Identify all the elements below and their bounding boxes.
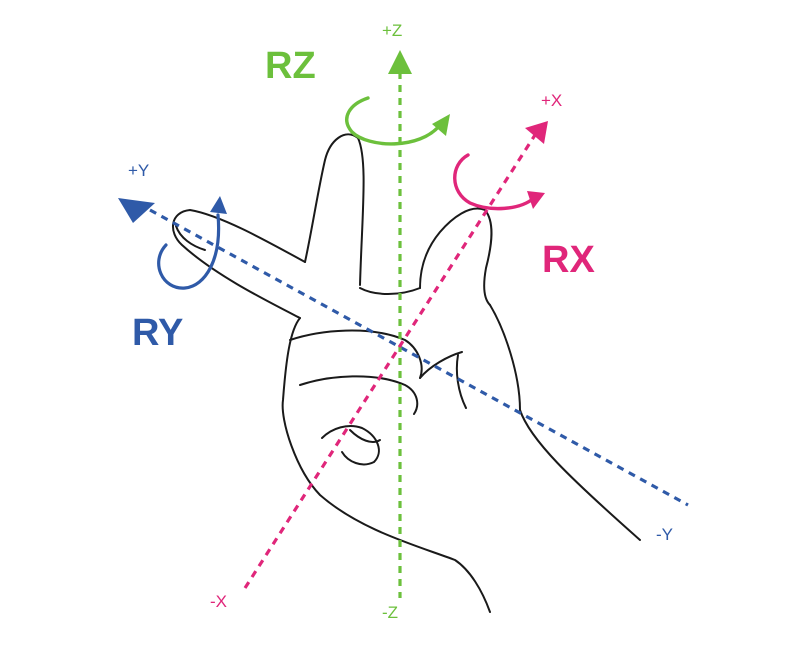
lower-fold: [321, 425, 380, 466]
middle-finger-joint: [359, 287, 421, 295]
palm-left-edge: [281, 317, 491, 613]
palm-right-edge: [489, 304, 641, 541]
label-rx: RX: [542, 239, 595, 281]
x-axis-arrowhead: [525, 121, 548, 144]
index-fingertip-detail: [175, 225, 206, 251]
label-z-negative: -Z: [382, 603, 398, 622]
label-z-positive: +Z: [382, 21, 402, 40]
z-axis-arrowhead: [388, 50, 412, 74]
z-axis: [388, 50, 412, 598]
label-x-negative: -X: [210, 592, 227, 611]
y-axis-arrowhead: [118, 198, 155, 223]
x-axis: [243, 121, 548, 589]
index-finger: [172, 209, 306, 319]
ring-finger-fold: [289, 329, 423, 379]
rz-rotation-arrow: [345, 96, 450, 146]
label-x-positive: +X: [541, 91, 562, 110]
label-ry: RY: [132, 312, 183, 354]
thumb-base-line: [419, 351, 463, 379]
label-y-negative: -Y: [656, 525, 673, 544]
y-axis: [118, 198, 689, 507]
rx-rotation-arrow: [453, 153, 545, 211]
fold-crease: [349, 429, 381, 443]
thumb: [419, 207, 493, 306]
label-rz: RZ: [265, 45, 316, 87]
hand-outline: [172, 133, 641, 613]
ry-rotation-arrow: [157, 196, 227, 290]
label-y-positive: +Y: [128, 161, 149, 180]
pinky-fold: [299, 375, 419, 415]
middle-finger: [304, 133, 365, 286]
thumb-base-crease: [455, 354, 467, 409]
